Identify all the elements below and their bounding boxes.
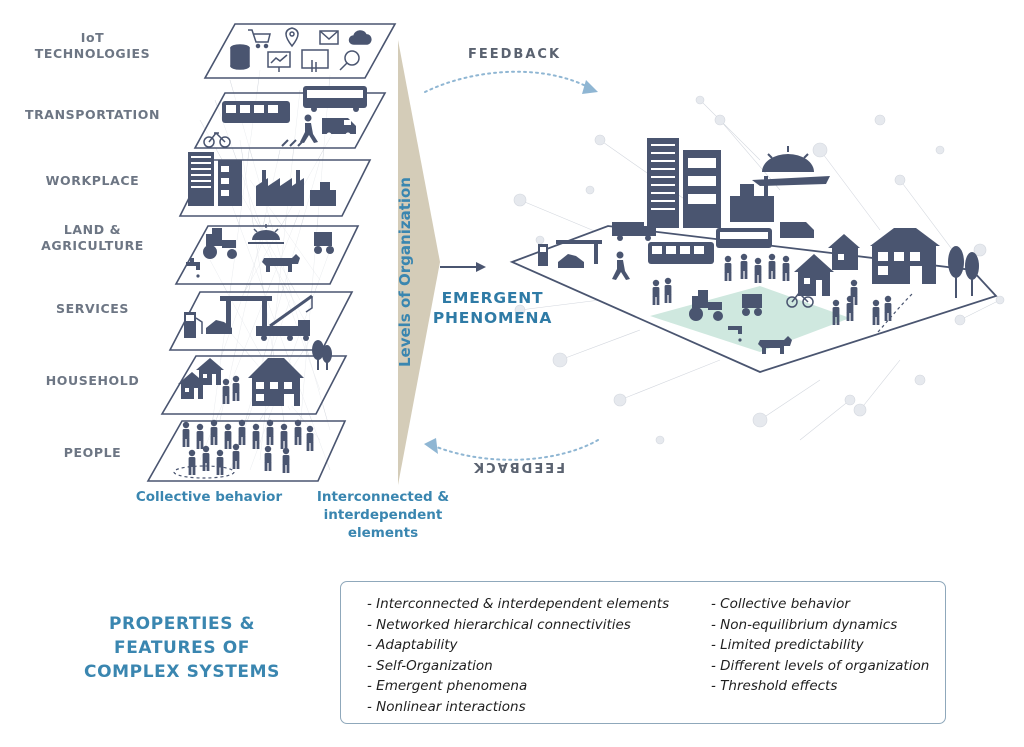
- layer-label-household: HOUSEHOLD: [45, 373, 140, 388]
- properties-title: PROPERTIES & FEATURES OF COMPLEX SYSTEMS: [84, 614, 280, 682]
- layer-label-services: SERVICES: [55, 301, 129, 316]
- large-house-icon: [248, 358, 304, 406]
- properties-left-column: - Interconnected & interdependent elemen…: [367, 594, 669, 717]
- collective-behavior-ring: [173, 465, 235, 479]
- levels-arrow: [398, 40, 440, 485]
- city-tap-icon: [728, 326, 742, 342]
- crane-truck-icon: [256, 294, 313, 341]
- emergent-arrow: [440, 262, 486, 272]
- tree-icon: [312, 340, 332, 370]
- property-item: - Interconnected & interdependent elemen…: [367, 596, 670, 612]
- city-pedestrian-icon: [612, 251, 630, 280]
- interconnected-label: Interconnected & interdependent elements: [316, 489, 450, 541]
- tram-icon: [222, 101, 290, 123]
- service-station-icon: [206, 296, 272, 334]
- levels-of-organization-label: Levels of Organization: [396, 177, 414, 368]
- city-fuel-pump-icon: [538, 244, 548, 266]
- properties-right-column: - Collective behavior - Non-equilibrium d…: [711, 594, 929, 697]
- sunrise-icon: [248, 224, 284, 244]
- emergent-phenomena-label: EMERGENT PHENOMENA: [432, 289, 553, 327]
- city-tractor-icon: [689, 290, 723, 321]
- bicycle-icon: [203, 131, 231, 148]
- layer-label-land: LAND & AGRICULTURE: [41, 222, 144, 253]
- city-factory-icon: [730, 176, 774, 222]
- magnifier-icon: [339, 50, 360, 71]
- city-small-house-icon: [794, 254, 834, 296]
- city-farm-vehicle-icon: [742, 294, 762, 316]
- feedback-label-top: FEEDBACK: [468, 47, 562, 62]
- property-item: - Self-Organization: [367, 657, 493, 674]
- touchscreen-icon: [301, 49, 329, 72]
- property-item: - Collective behavior: [711, 596, 850, 612]
- pedestrian-icon: [300, 114, 318, 143]
- crosswalk-icon: [281, 139, 305, 147]
- city-sunrise-icon: [752, 146, 830, 186]
- city-tree-icon: [948, 246, 979, 298]
- water-tap-icon: [186, 258, 200, 278]
- city-office-icon: [683, 150, 721, 228]
- tractor-icon: [203, 228, 237, 259]
- layer-label-people: PEOPLE: [63, 445, 122, 460]
- layer-label-transportation: TRANSPORTATION: [24, 107, 161, 122]
- property-item: - Different levels of organization: [711, 657, 930, 674]
- city-path: [877, 291, 915, 333]
- monitor-icon: [267, 51, 291, 72]
- office-building-icon: [188, 152, 242, 206]
- feedback-label-bottom: FEEDBACK: [472, 459, 566, 474]
- mail-icon: [319, 30, 339, 45]
- layer-label-workplace: WORKPLACE: [45, 173, 140, 188]
- property-item: - Nonlinear interactions: [367, 698, 526, 715]
- bus-icon: [303, 86, 367, 112]
- city-van-icon: [780, 222, 814, 238]
- city-house-icon: [828, 234, 860, 270]
- plane-people: [146, 420, 347, 482]
- properties-box: - Interconnected & interdependent elemen…: [340, 581, 946, 724]
- property-item: - Emergent phenomena: [367, 678, 528, 694]
- city-service-station-icon: [556, 240, 602, 268]
- database-icon: [230, 44, 250, 70]
- city-bus-icon: [716, 228, 772, 248]
- cow-icon: [262, 254, 300, 272]
- collective-behavior-label: Collective behavior: [135, 489, 283, 505]
- property-item: - Non-equilibrium dynamics: [711, 616, 898, 633]
- property-item: - Adaptability: [367, 637, 458, 653]
- van-icon: [322, 118, 356, 138]
- feedback-arrow-top: [424, 70, 598, 94]
- city-truck-icon: [612, 222, 656, 241]
- feedback-arrow-bottom: [424, 438, 599, 461]
- farm-vehicle-icon: [314, 232, 334, 254]
- layer-label-iot: IoT TECHNOLOGIES: [34, 30, 151, 61]
- property-item: - Threshold effects: [711, 678, 838, 694]
- city-cow-icon: [758, 336, 792, 354]
- city-tower-icon: [647, 138, 679, 228]
- factory-icon: [256, 170, 336, 206]
- fuel-pump-icon: [184, 312, 203, 338]
- cloud-icon: [348, 30, 372, 45]
- city-large-house-icon: [870, 228, 940, 284]
- property-item: - Networked hierarchical connectivities: [367, 616, 631, 633]
- location-pin-icon: [285, 27, 299, 48]
- property-item: - Limited predictability: [711, 637, 864, 653]
- cart-icon: [248, 29, 271, 49]
- city-tram-icon: [648, 242, 714, 264]
- plane-iot: [203, 23, 397, 79]
